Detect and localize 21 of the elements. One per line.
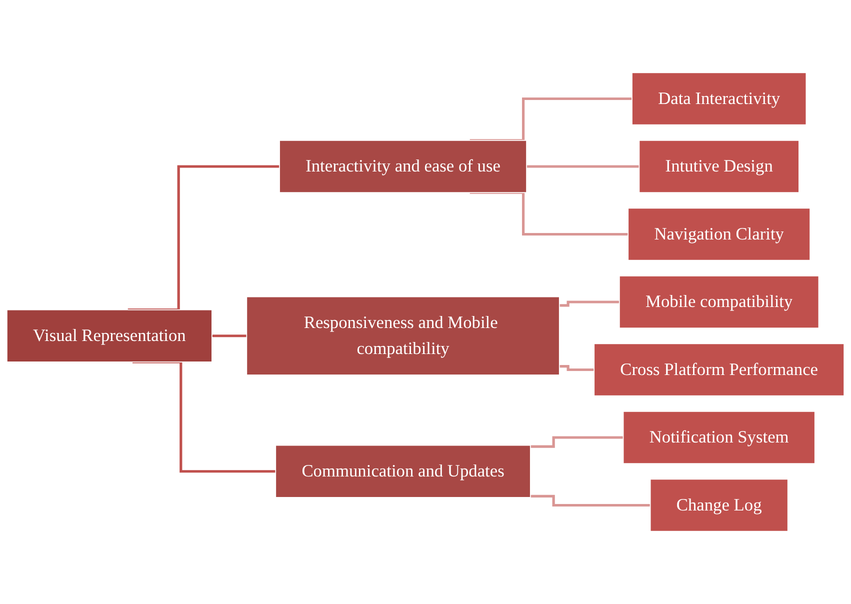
connector — [559, 300, 620, 307]
node-box: Communication and Updates — [275, 444, 531, 498]
node-box: Intutive Design — [638, 140, 800, 193]
connector — [212, 334, 247, 338]
connector — [470, 191, 628, 236]
connector — [526, 165, 640, 168]
connector — [559, 365, 594, 372]
node-box: Change Log — [650, 478, 788, 532]
connector — [128, 165, 280, 312]
connector — [470, 97, 632, 142]
node-box: Notification System — [622, 411, 816, 464]
node-box: Responsiveness and Mobile compatibility — [246, 296, 560, 376]
node-box: Mobile compatibility — [619, 276, 820, 328]
node-box: Navigation Clarity — [628, 208, 810, 261]
connector — [530, 494, 650, 507]
node-box: Data Interactivity — [632, 72, 807, 126]
node-box: Interactivity and ease of use — [279, 140, 527, 193]
node-box: Visual Representation — [6, 309, 212, 362]
connector — [132, 360, 276, 473]
node-box: Cross Platform Performance — [594, 343, 844, 396]
connector — [530, 436, 624, 448]
